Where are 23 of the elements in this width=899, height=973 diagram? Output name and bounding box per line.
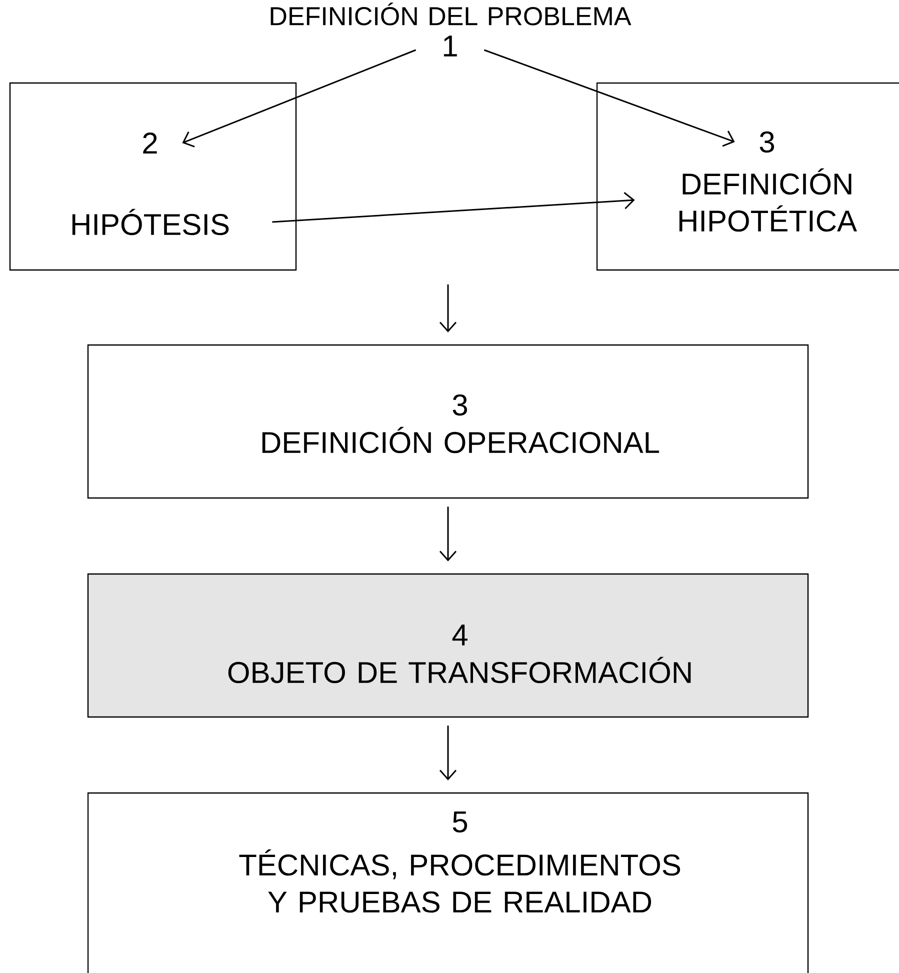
step-number: 5 <box>452 812 468 832</box>
step-number: 3 <box>452 394 468 416</box>
step-label: DEFINICIÓN OPERACIONAL <box>262 426 660 454</box>
step-number: 2 <box>143 132 157 154</box>
arrow <box>439 726 457 780</box>
arrow <box>182 49 416 148</box>
process-box <box>9 82 297 271</box>
process-box <box>596 82 899 271</box>
step-label: TÉCNICAS, PROCEDIMIENTOS Y PRUEBAS DE REALIDAD <box>239 849 680 913</box>
step-label: 1 <box>444 36 457 56</box>
heading-text: DEFINICIÓN DEL PROBLEMA <box>270 2 632 26</box>
arrow <box>439 284 457 332</box>
process-box <box>87 344 809 499</box>
step-number: 3 <box>760 131 774 153</box>
step-label: DEFINICIÓN HIPOTÉTICA <box>679 168 857 232</box>
arrow <box>272 192 635 223</box>
step-label: HIPÓTESIS <box>72 208 229 236</box>
highlighted-box <box>87 573 809 718</box>
step-number: 4 <box>452 624 468 646</box>
process-box <box>87 792 809 973</box>
step-label: OBJETO DE TRANSFORMACIÓN <box>228 656 691 684</box>
arrow <box>439 506 457 562</box>
arrow <box>484 49 735 147</box>
